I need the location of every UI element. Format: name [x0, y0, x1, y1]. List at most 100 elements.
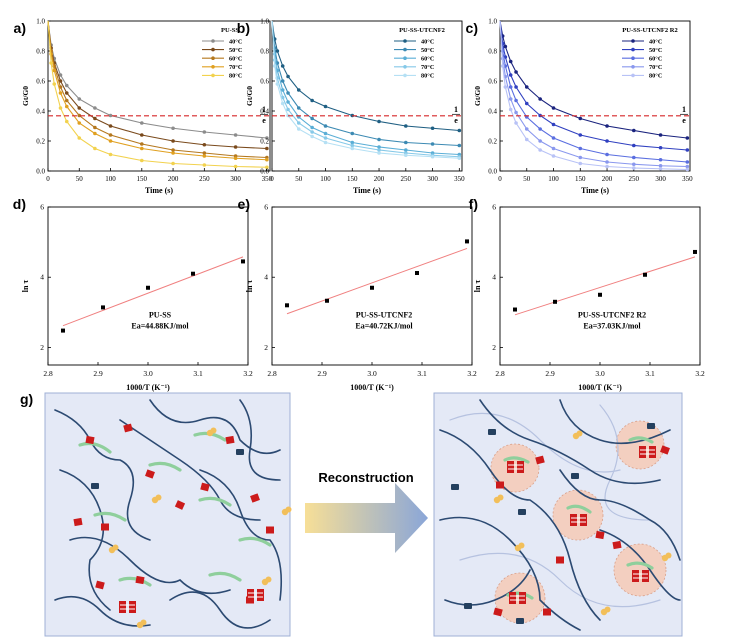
- disulfide-block: [570, 514, 577, 526]
- series-point: [605, 164, 609, 169]
- series-point: [605, 139, 609, 143]
- legend-entry: 40°C: [421, 38, 435, 45]
- series-point: [605, 152, 609, 157]
- series-point: [503, 85, 508, 89]
- panel-label: c): [466, 20, 478, 36]
- x-tick-label: 3.1: [417, 369, 427, 378]
- y-tick-label: 2: [264, 343, 268, 352]
- series-point: [108, 133, 113, 137]
- series-point: [265, 165, 269, 170]
- x-tick-label: 3.0: [367, 369, 377, 378]
- legend-swatch-marker: [211, 39, 215, 43]
- series-point: [280, 101, 285, 106]
- series-point: [202, 142, 207, 147]
- panel-label: d): [13, 196, 26, 212]
- series-point: [404, 124, 408, 128]
- crosslink-node: [518, 509, 526, 515]
- legend-swatch-marker: [631, 65, 635, 69]
- disulfide-block: [257, 589, 264, 601]
- series-point: [58, 73, 63, 77]
- crosslink-node: [451, 484, 459, 490]
- x-tick-label: 2.8: [43, 369, 53, 378]
- annotation-sample-name: PU-SS: [149, 311, 172, 320]
- series-point: [310, 130, 314, 134]
- schematic-layer: g)Reconstruction: [20, 391, 683, 637]
- series-point: [265, 157, 269, 162]
- series-point: [514, 70, 518, 74]
- y-tick-label: 4: [492, 273, 496, 282]
- legend-entry: 50°C: [229, 47, 243, 54]
- series-point: [508, 107, 513, 112]
- polymer-chain: [69, 536, 231, 595]
- disulfide-block: [517, 461, 524, 473]
- y-axis-label: Gt/G0: [21, 86, 30, 106]
- series-point: [310, 134, 314, 139]
- x-tick-label: 150: [137, 175, 148, 183]
- series-point: [551, 146, 556, 151]
- series-point: [685, 167, 690, 172]
- legend-swatch-marker: [403, 56, 407, 60]
- series-point: [280, 64, 285, 68]
- series-point: [503, 44, 508, 49]
- panel-label-g: g): [20, 391, 33, 407]
- x-tick-label: 2.9: [545, 369, 555, 378]
- dynamic-bond-domain: [613, 543, 667, 597]
- x-tick-label: 3.2: [695, 369, 705, 378]
- series-point: [64, 104, 69, 109]
- disulfide-block: [493, 607, 503, 617]
- x-axis-label: Time (s): [353, 186, 381, 195]
- series-point: [524, 85, 529, 89]
- series-point: [514, 110, 518, 115]
- series-point: [524, 137, 529, 142]
- x-tick-label: 3.1: [645, 369, 655, 378]
- series-point: [605, 124, 609, 128]
- series-point: [658, 133, 663, 137]
- disulfide-block: [225, 435, 235, 445]
- series-point: [140, 158, 144, 163]
- legend-entry: 70°C: [421, 64, 435, 71]
- series-point: [233, 145, 238, 149]
- legend-entry: 60°C: [649, 56, 663, 63]
- x-tick-label: 50: [295, 175, 303, 183]
- series-point: [632, 166, 636, 170]
- disulfide-block: [556, 556, 564, 564]
- series-point: [685, 160, 690, 164]
- legend-swatch-marker: [403, 47, 407, 52]
- series-point: [108, 124, 113, 128]
- polymer-chain: [479, 399, 661, 485]
- x-tick-label: 50: [523, 175, 531, 183]
- data-point: [415, 271, 419, 276]
- x-tick-label: 150: [575, 175, 586, 183]
- series-point: [658, 166, 663, 171]
- series-point: [202, 130, 207, 134]
- plot-frame: [499, 20, 691, 172]
- panel-label: a): [14, 20, 26, 36]
- legend-entry: 60°C: [421, 56, 435, 63]
- x-tick-label: 0: [498, 175, 502, 183]
- polymer-chain: [54, 409, 151, 541]
- series-point: [323, 140, 328, 145]
- disulfide-block: [85, 435, 95, 445]
- series-point: [404, 140, 408, 145]
- y-tick-label: 0.0: [488, 168, 497, 176]
- series-point: [93, 131, 97, 136]
- polymer-chain: [559, 469, 681, 561]
- x-tick-label: 3.0: [143, 369, 153, 378]
- series-point: [140, 146, 144, 151]
- series-point: [350, 146, 355, 151]
- series-point: [632, 128, 636, 133]
- cellulose-nanofiber: [148, 461, 182, 472]
- legend-title: PU-SS-UTCNF2: [399, 27, 445, 34]
- y-tick-label: 0.8: [36, 48, 45, 56]
- disulfide-block: [580, 514, 587, 526]
- data-point: [146, 285, 150, 290]
- ref-label-denominator: e: [682, 116, 686, 125]
- cellulose-nanofiber: [503, 456, 530, 464]
- dynamic-bond-domain: [490, 443, 540, 493]
- faint-chain: [449, 412, 621, 473]
- series-point: [538, 139, 542, 143]
- crosslink-node: [488, 429, 496, 435]
- legend-swatch-marker: [403, 39, 407, 43]
- disulfide-block: [101, 523, 109, 531]
